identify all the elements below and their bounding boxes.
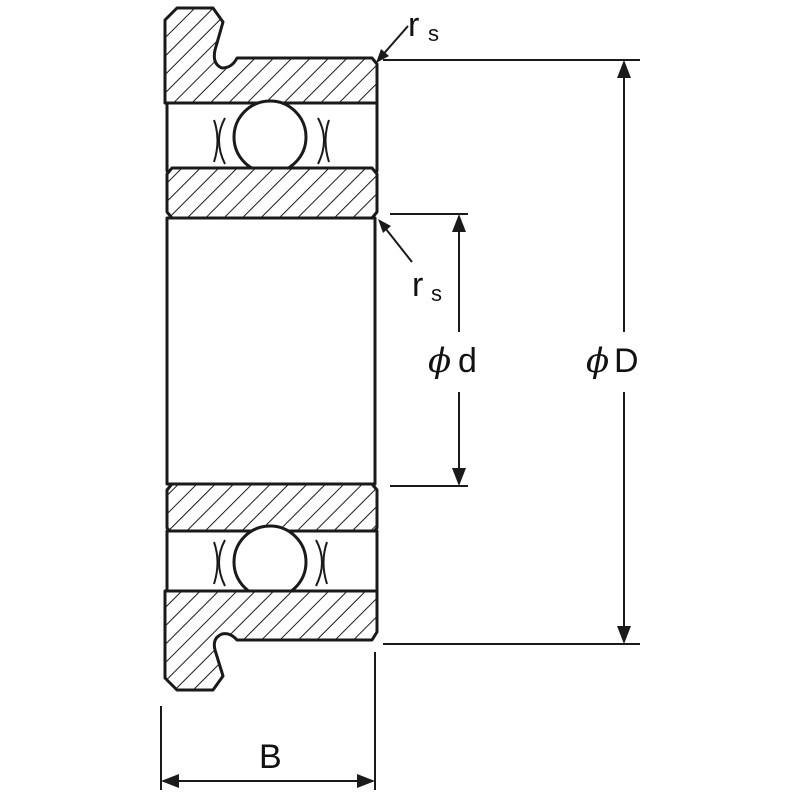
upper-cage-left-inner: [213, 119, 219, 163]
rs-arrow-top: [376, 49, 389, 63]
rs-label-top-main: r: [408, 6, 419, 44]
w-arrow-left: [161, 774, 179, 788]
outer-diameter-dimension: [383, 59, 640, 645]
od-arrow-bottom: [617, 626, 631, 644]
rs-arrow-bore: [378, 219, 391, 233]
upper-section: [163, 6, 379, 220]
lower-outer-ring-flange: [163, 589, 379, 692]
bore-diameter-dimension: [390, 213, 468, 487]
bore-diameter-label: d: [458, 342, 477, 380]
lower-cage-right-inner: [322, 541, 328, 585]
rs-label-bore-main: r: [412, 266, 423, 304]
outer-phi-symbol: ϕ: [586, 341, 609, 381]
rs-label-bore-sub: s: [431, 281, 442, 306]
bd-arrow-bottom: [452, 468, 466, 486]
upper-ball: [232, 99, 308, 175]
lower-cage-left-inner: [213, 541, 219, 585]
od-arrow-top: [617, 60, 631, 78]
width-dimension: [160, 652, 376, 790]
lower-cage-right: [315, 539, 323, 587]
width-label: B: [259, 738, 282, 776]
bore-phi-symbol: ϕ: [428, 341, 451, 381]
lower-ball: [232, 524, 308, 600]
upper-cage-left: [218, 117, 226, 165]
lower-section: [163, 482, 379, 692]
upper-cage-right: [317, 117, 325, 165]
outer-diameter-label: D: [614, 342, 639, 380]
rs-leader-bore: [381, 223, 413, 263]
upper-inner-ring: [165, 166, 379, 220]
lower-cage-left: [218, 539, 226, 587]
upper-cage-right-inner: [324, 119, 330, 163]
rs-label-top-sub: s: [428, 21, 439, 46]
upper-outer-ring-flange: [163, 6, 379, 105]
w-arrow-right: [357, 774, 375, 788]
bore-area: [165, 216, 377, 486]
bd-arrow-top: [452, 214, 466, 232]
